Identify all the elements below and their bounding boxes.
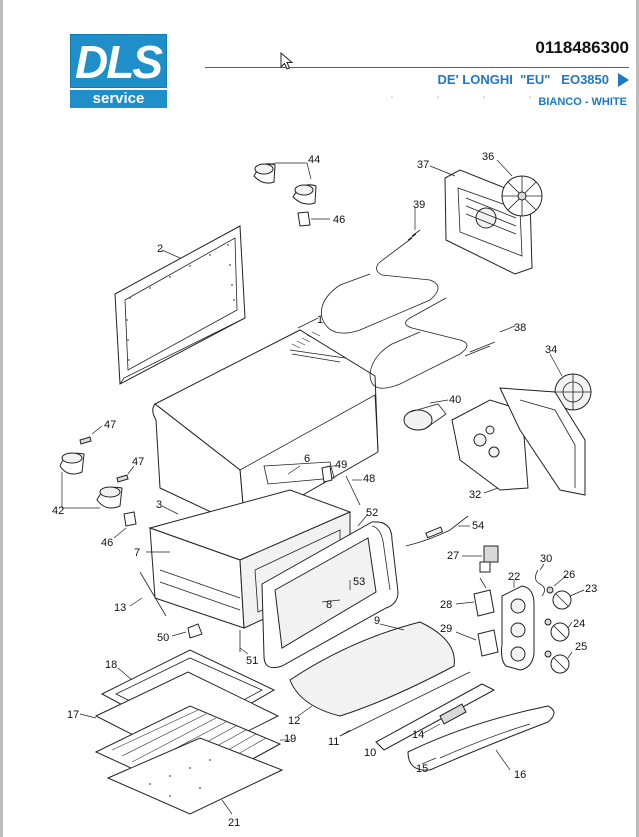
sensor-54 [405, 515, 469, 547]
part-label-30: 30 [540, 553, 552, 565]
part-label-21: 21 [228, 817, 240, 829]
part-label-32: 32 [469, 489, 481, 501]
part-label-19: 19 [284, 733, 296, 745]
color-label: BIANCO - WHITE [538, 96, 627, 108]
part-label-54: 54 [472, 520, 484, 532]
part-label-11: 11 [328, 736, 339, 748]
timer-28 [473, 577, 495, 617]
foot-42b [96, 486, 123, 509]
part-label-7: 7 [134, 547, 140, 559]
part-label-49: 49 [335, 459, 347, 471]
handle-clip-14 [439, 703, 467, 725]
part-label-46-top: 46 [333, 214, 345, 226]
part-label-1: 1 [317, 314, 323, 326]
bracket-49 [321, 465, 333, 483]
hinge-50 [187, 623, 203, 639]
housing-1 [152, 329, 379, 529]
part-label-39: 39 [413, 199, 425, 211]
logo-service-text: service [92, 90, 145, 107]
part-label-46-left: 46 [101, 537, 113, 549]
foot-44a [253, 163, 276, 184]
part-label-29: 29 [440, 623, 452, 635]
small-mark: ‹ [529, 95, 531, 101]
glass-9 [289, 621, 455, 717]
part-label-48: 48 [363, 473, 375, 485]
part-label-50: 50 [157, 632, 169, 644]
part-label-34: 34 [545, 344, 557, 356]
part-label-44: 44 [308, 154, 320, 166]
thermostat-40 [403, 403, 447, 431]
part-label-13: 13 [114, 602, 126, 614]
foot-42a [59, 452, 85, 475]
part-label-14: 14 [412, 729, 424, 741]
logo-upper-block: DLS [70, 34, 167, 88]
small-mark: ‹ [483, 95, 485, 101]
small-mark: ‹ [391, 95, 393, 101]
switch-27 [479, 545, 499, 573]
part-label-15: 15 [416, 763, 428, 775]
part-label-26: 26 [563, 569, 575, 581]
clip-46-top [297, 211, 311, 227]
fan-36 [501, 175, 543, 217]
heating-element-38 [369, 297, 496, 389]
part-label-18: 18 [105, 659, 117, 671]
foot-44b [292, 184, 317, 205]
part-label-52: 52 [366, 507, 378, 519]
part-label-38: 38 [514, 322, 526, 334]
part-label-6: 6 [304, 453, 310, 465]
part-label-17: 17 [67, 709, 79, 721]
part-label-40: 40 [449, 394, 461, 406]
knob-25 [550, 654, 570, 674]
part-label-8: 8 [326, 599, 332, 611]
part-label-42: 42 [52, 505, 64, 517]
side-panel-32 [451, 387, 586, 496]
door-frame-8 [261, 521, 399, 669]
part-label-28: 28 [440, 599, 452, 611]
control-panel-22 [501, 585, 535, 671]
part-label-3: 3 [156, 499, 162, 511]
model-arrow-icon [618, 73, 629, 87]
part-label-24: 24 [573, 618, 585, 630]
document-number: 0118486300 [535, 38, 629, 57]
part-label-53: 53 [353, 576, 365, 588]
part-label-10: 10 [364, 747, 376, 759]
mouse-cursor-icon [280, 52, 294, 70]
knob-23 [552, 590, 572, 610]
model-title: DE' LONGHI "EU" EO3850 [437, 72, 609, 87]
left-border [0, 0, 3, 837]
right-border [636, 0, 639, 837]
part-label-2: 2 [157, 243, 163, 255]
part-label-22: 22 [508, 571, 520, 583]
part-label-47-upper: 47 [104, 419, 116, 431]
part-label-23: 23 [585, 583, 597, 595]
small-mark: ‹ [437, 95, 439, 101]
crumb-tray-21 [106, 737, 284, 815]
part-label-47-lower: 47 [132, 456, 144, 468]
part-label-12: 12 [288, 715, 300, 727]
part-label-16: 16 [514, 769, 526, 781]
part-label-9: 9 [374, 615, 380, 627]
switch-29 [477, 629, 499, 657]
knob-24 [550, 622, 570, 642]
clip-46-left [123, 511, 137, 527]
logo-lower-block: service [70, 90, 167, 108]
dls-service-logo: DLS service [70, 34, 167, 108]
part-label-37: 37 [417, 159, 429, 171]
part-label-51: 51 [246, 655, 258, 667]
door-handle-15 [407, 705, 555, 771]
bottom-trim-10 [375, 683, 496, 751]
header-rule [205, 67, 629, 68]
heating-element-39 [321, 229, 439, 334]
logo-letters: DLS [75, 36, 163, 88]
motor-34 [554, 373, 592, 411]
part-label-36: 36 [482, 151, 494, 163]
back-panel-2 [114, 225, 246, 385]
part-label-25: 25 [575, 641, 587, 653]
part-label-27: 27 [447, 550, 459, 562]
